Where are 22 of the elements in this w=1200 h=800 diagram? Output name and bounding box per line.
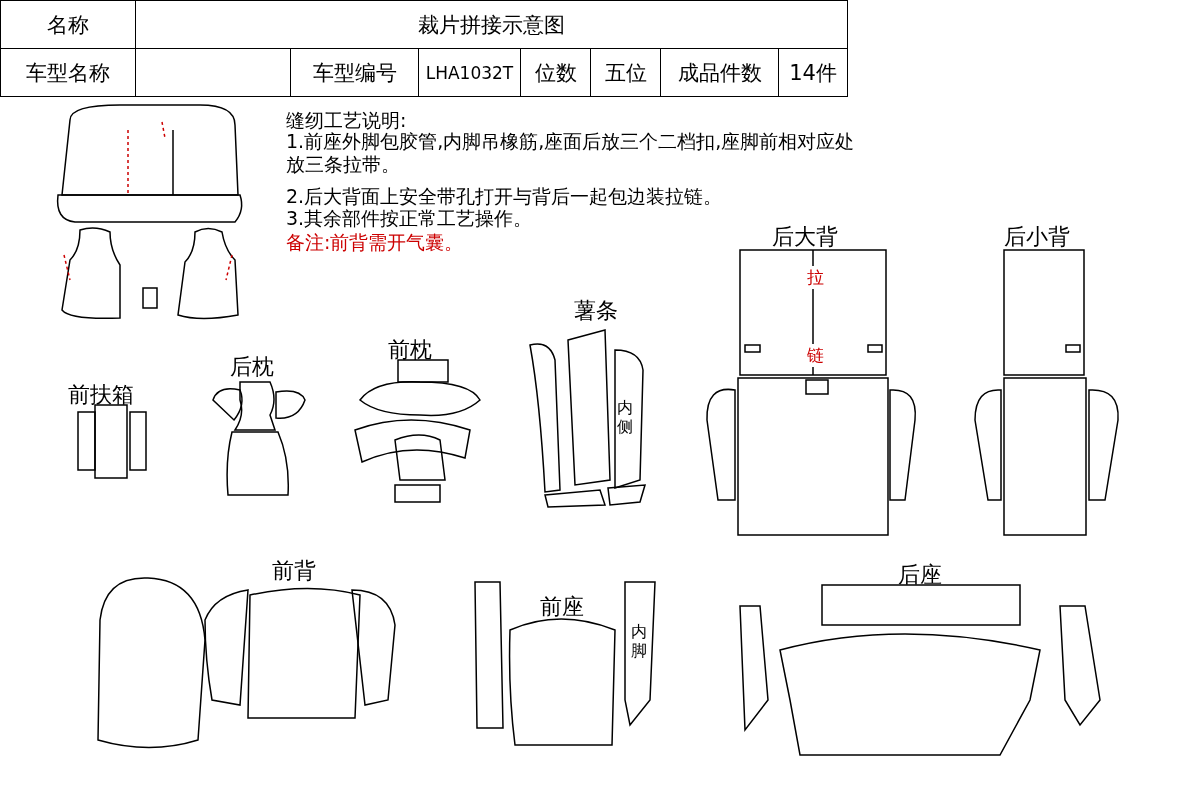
part-label: 后大背 [772,223,838,251]
note-text: 2.后大背面上安全带孔打开与背后一起包边装拉链。 [286,184,723,209]
note-text: 3.其余部件按正常工艺操作。 [286,206,533,231]
part-label: 前背 [272,557,316,585]
table-cell: 车型名称 [0,48,136,97]
part-label: 前扶箱 [68,381,134,409]
note-text: 备注:前背需开气囊。 [286,230,464,255]
part-label: 内脚 [631,622,648,661]
part-label: 后枕 [230,353,274,381]
part-label: 后座 [898,561,942,589]
part-label: 薯条 [574,297,618,325]
part-label: 前座 [540,593,584,621]
table-cell: 14件 [778,48,848,97]
part-label: 后小背 [1004,223,1070,251]
note-text: 1.前座外脚包胶管,内脚吊橡筋,座面后放三个二档扣,座脚前相对应处放三条拉带。 [286,130,856,176]
part-label: 拉 [807,266,824,289]
table-cell: 裁片拼接示意图 [135,0,848,49]
part-label: 内侧 [617,398,634,437]
part-label: 前枕 [388,336,432,364]
table-cell: 名称 [0,0,136,49]
note-heading: 缝纫工艺说明: [286,108,407,132]
part-label: 链 [807,344,824,367]
